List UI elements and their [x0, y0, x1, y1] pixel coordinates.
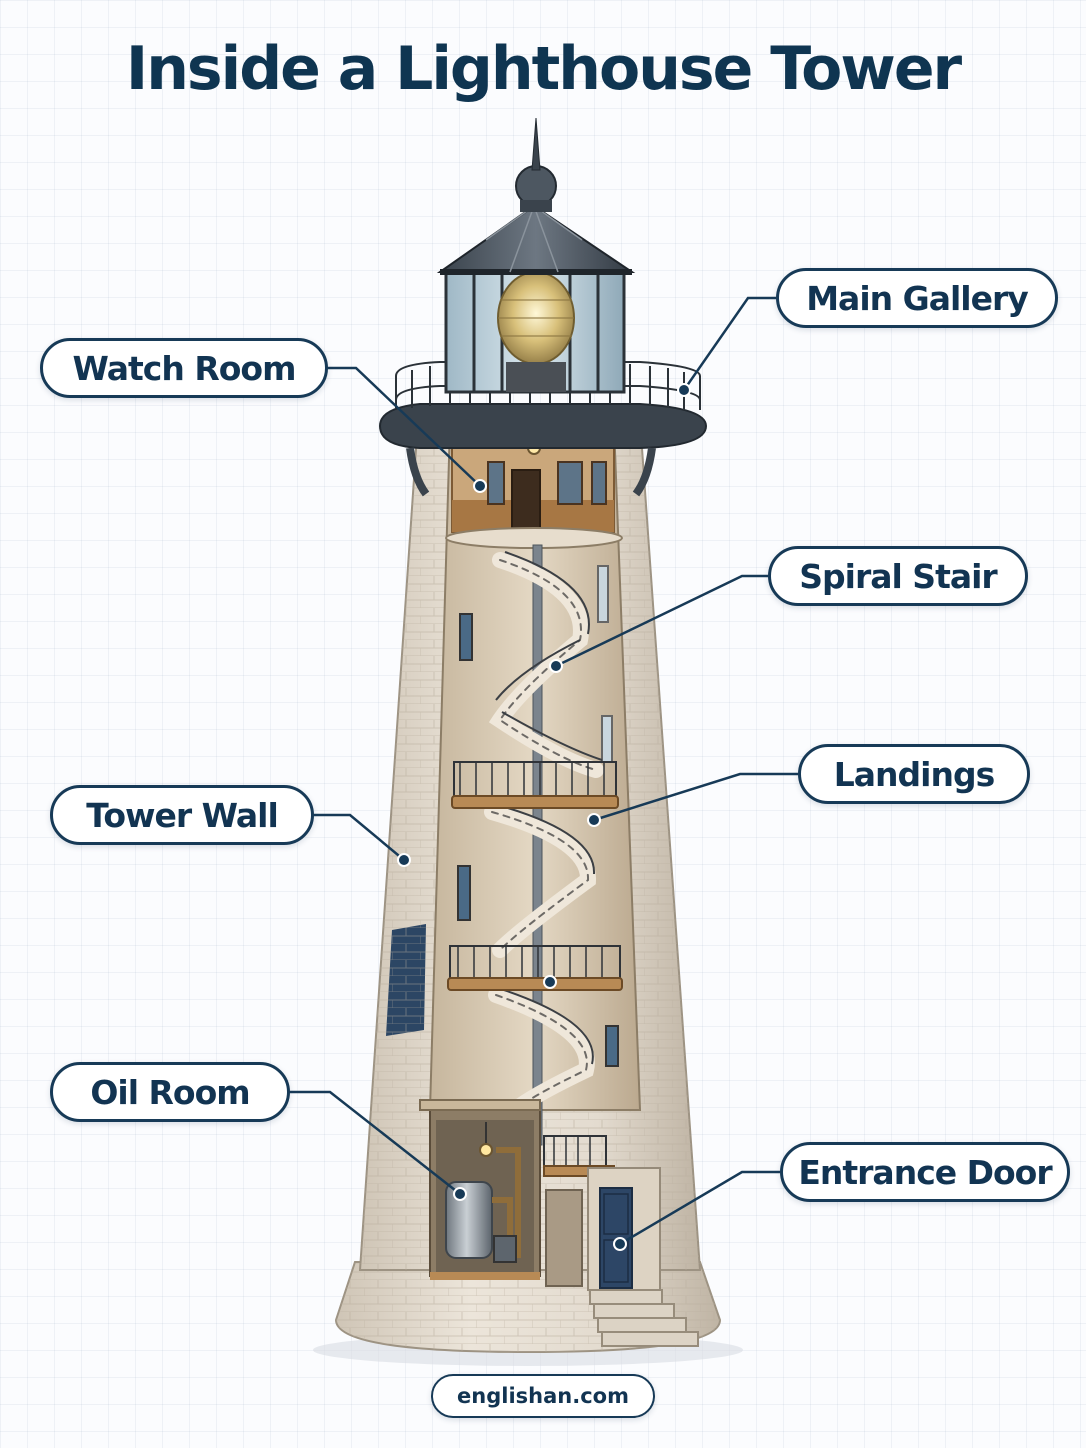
leader-tower-wall: [312, 813, 405, 861]
leader-lines: [288, 296, 798, 1246]
label-watch-room: Watch Room: [40, 338, 328, 398]
label-main-gallery: Main Gallery: [776, 268, 1058, 328]
leader-oil-room: [288, 1090, 461, 1195]
leader-watch-room: [326, 366, 481, 487]
label-oil-room: Oil Room: [50, 1062, 290, 1122]
leader-main-gallery: [682, 296, 776, 391]
landing-upper: [451, 761, 619, 809]
leader-entrance-door: [619, 1170, 780, 1246]
label-tower-wall: Tower Wall: [50, 785, 314, 845]
page-title: Inside a Lighthouse Tower: [125, 34, 962, 104]
leader-dots: [397, 383, 691, 1251]
landing-lower: [447, 945, 623, 991]
label-spiral-stair: Spiral Stair: [768, 546, 1028, 606]
footer-site-link[interactable]: englishan.com: [431, 1374, 655, 1418]
label-entrance-door: Entrance Door: [780, 1142, 1070, 1202]
label-landings: Landings: [798, 744, 1030, 804]
leader-landings: [593, 772, 798, 822]
leader-spiral-stair: [555, 574, 768, 668]
